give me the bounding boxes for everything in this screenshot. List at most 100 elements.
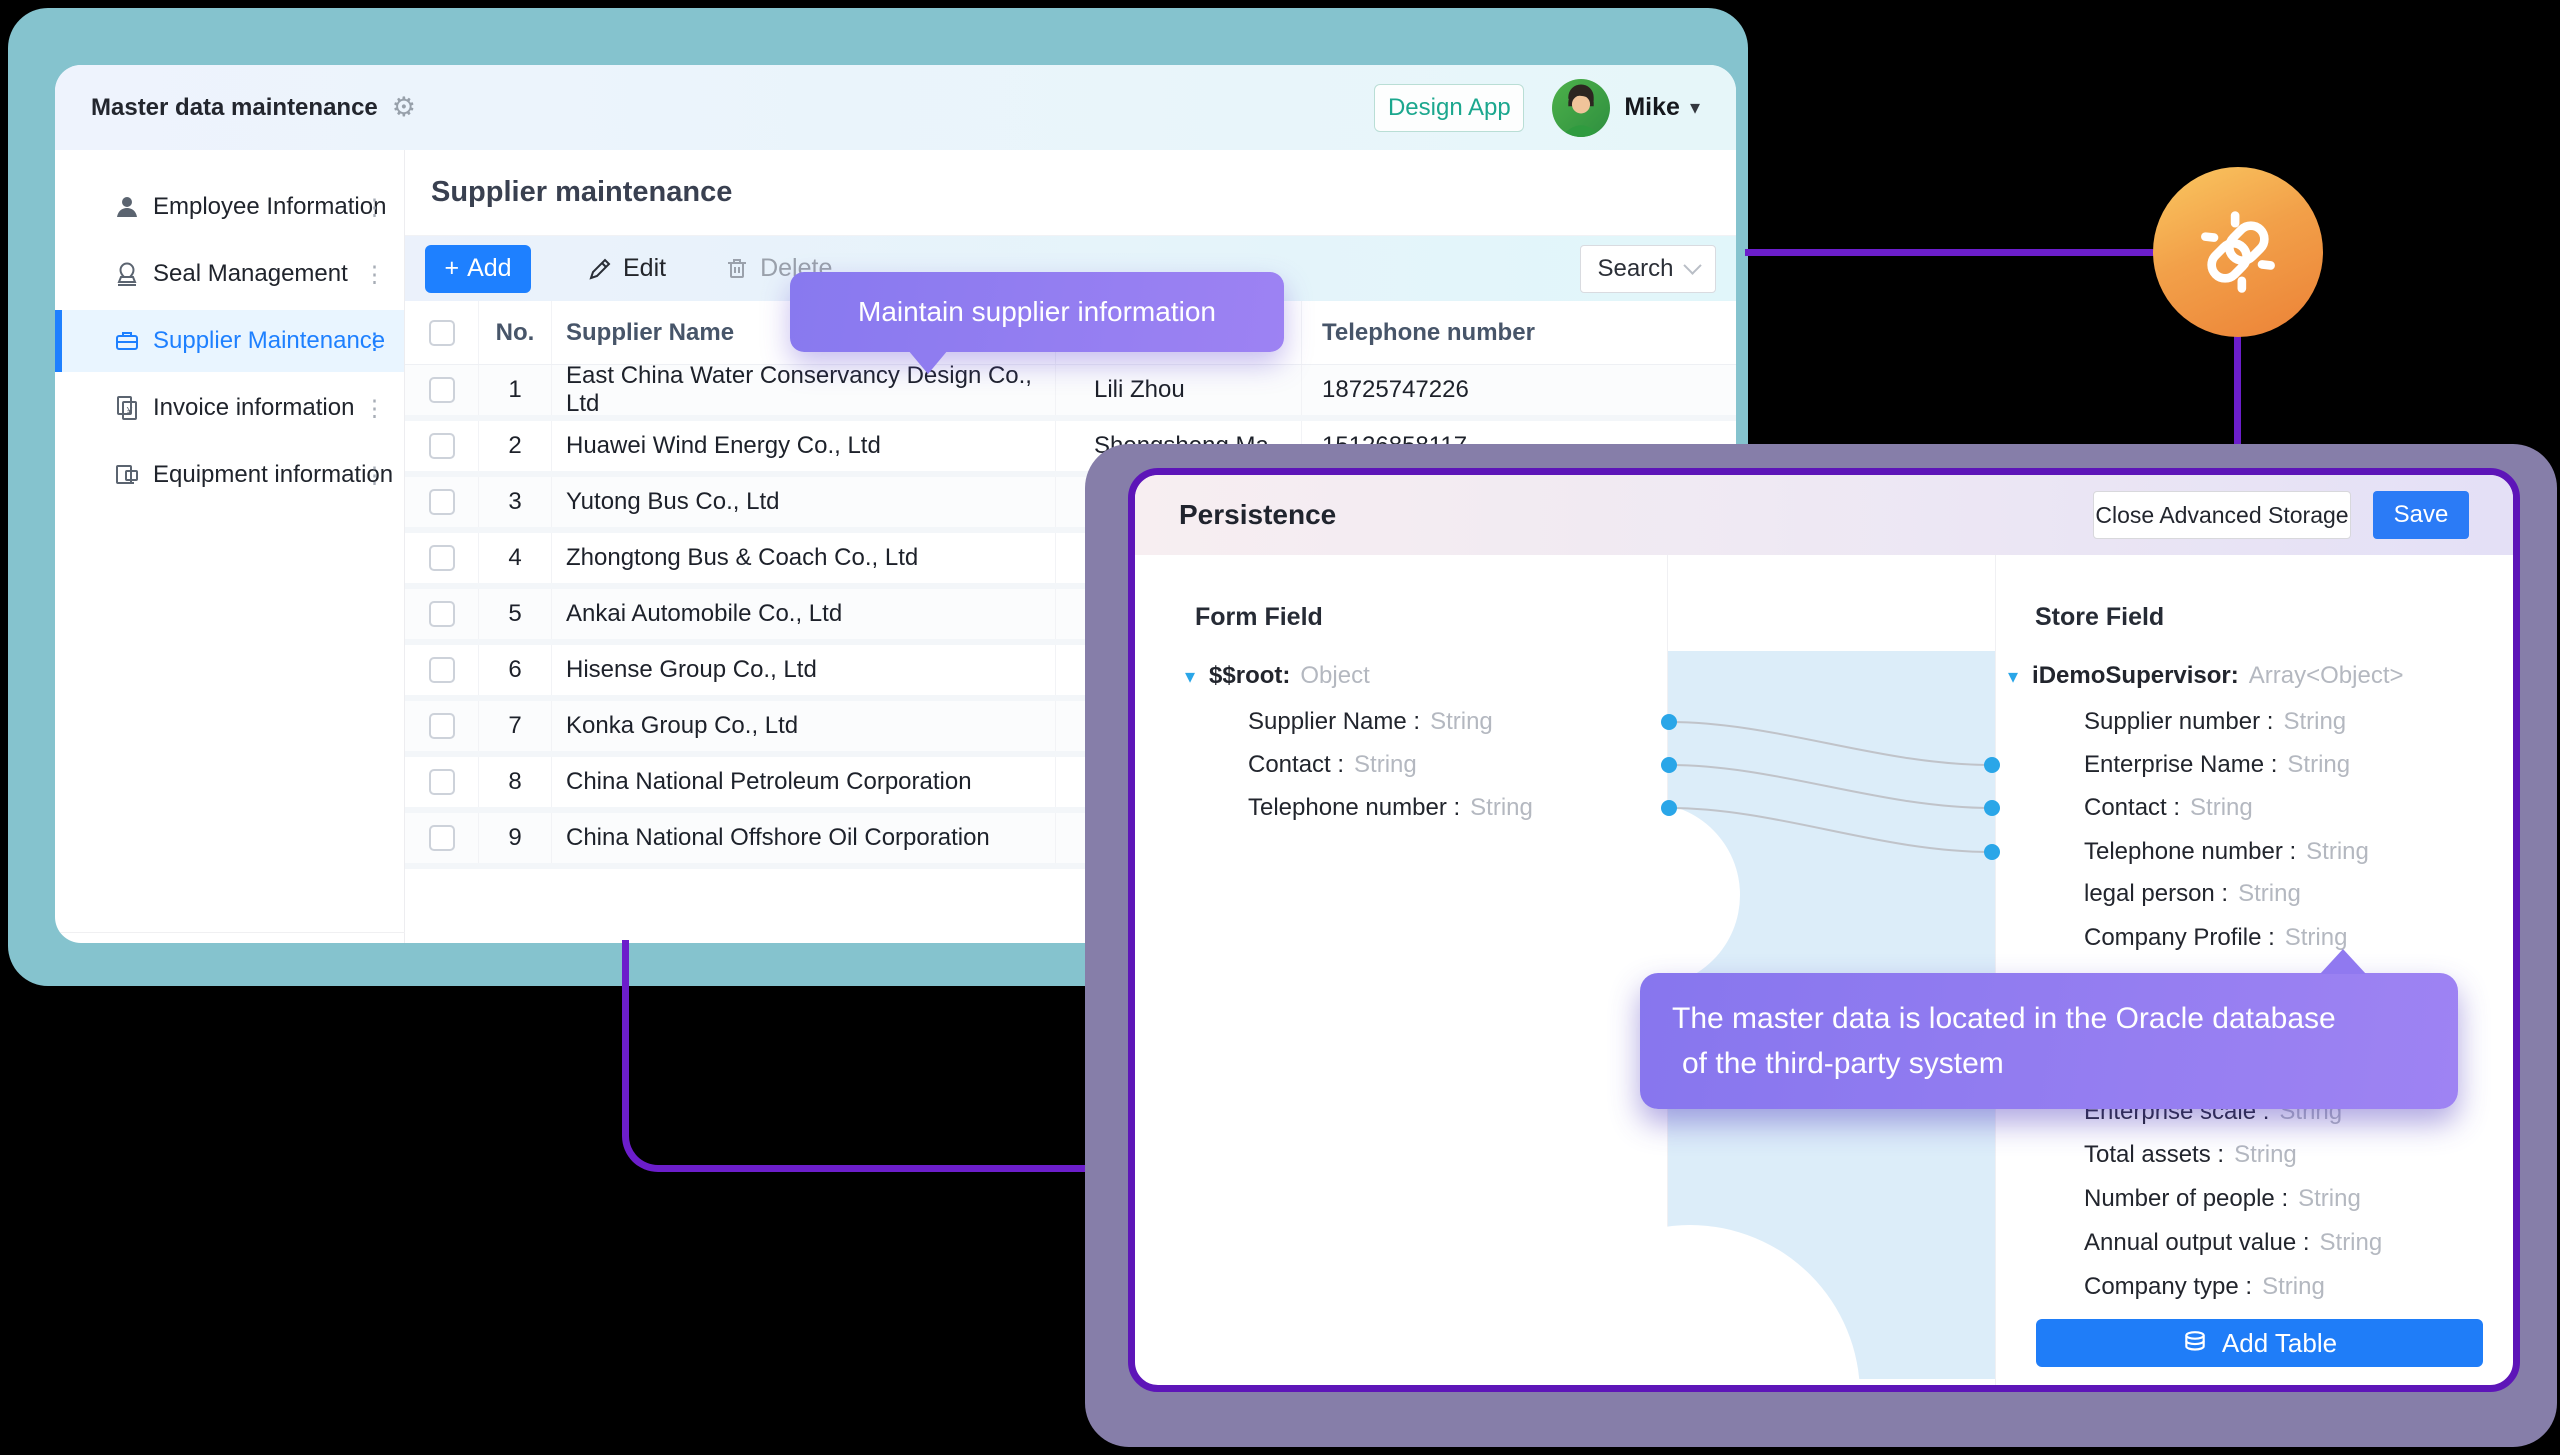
page-title-row: Supplier maintenance — [405, 150, 1736, 236]
tree-node-field[interactable]: Company Profile : String — [2084, 924, 2348, 951]
tooltip-line-2: of the third-party system — [1682, 1047, 2004, 1080]
tree-node-field[interactable]: Enterprise Name : String — [2084, 751, 2351, 778]
avatar[interactable] — [1552, 78, 1611, 137]
gear-icon[interactable]: ⚙ — [391, 92, 416, 122]
tree-node-field[interactable]: Contact : String — [2084, 794, 2253, 821]
panel-divider — [1995, 555, 1996, 1385]
chevron-down-icon — [1682, 256, 1702, 275]
table-body: 1 East China Water Conservancy Design Co… — [405, 362, 1736, 869]
supplier-name-cell: China National Petroleum Corporation — [552, 757, 1056, 807]
tree-node-field[interactable]: Supplier Name : String — [1248, 708, 1493, 735]
persistence-title: Persistence — [1179, 499, 1337, 530]
row-checkbox[interactable] — [428, 601, 455, 627]
supplier-name-cell: Ankai Automobile Co., Ltd — [552, 589, 1056, 639]
supplier-name-cell: Zhongtong Bus & Coach Co., Ltd — [552, 533, 1056, 583]
telephone-cell: 18725747226 — [1322, 376, 1469, 403]
tree-node-field[interactable]: Annual output value : String — [2084, 1229, 2383, 1256]
more-menu-icon[interactable]: ⋮ — [363, 327, 386, 354]
add-button[interactable]: + Add — [425, 244, 531, 293]
tooltip-arrow-up — [2320, 949, 2366, 974]
sidebar-item-supplier-maintenance[interactable]: Supplier Maintenance ⋮ — [55, 310, 404, 372]
tree-node-field[interactable]: Telephone number : String — [2084, 838, 2369, 865]
caret-down-icon[interactable]: ▾ — [2008, 665, 2019, 688]
sidebar-item-seal-management[interactable]: Seal Management ⋮ — [55, 243, 404, 305]
persistence-header: Persistence Close Advanced Storage Save — [1135, 475, 2513, 555]
row-checkbox[interactable] — [428, 489, 455, 515]
supplier-name-cell: Yutong Bus Co., Ltd — [552, 477, 1056, 527]
invoice-icon: ¥ — [113, 394, 141, 422]
supplier-name-cell: East China Water Conservancy Design Co.,… — [552, 362, 1056, 417]
column-header-supplier-name[interactable]: Supplier Name — [552, 301, 1056, 364]
app-window: Master data maintenance ⚙ Design App — [55, 65, 1736, 943]
tooltip-master-data: The master data is located in the Oracle… — [1640, 949, 2458, 1109]
connector-line-badge-to-dialog — [2234, 330, 2241, 480]
search-button[interactable]: Search — [1580, 244, 1716, 293]
close-advanced-storage-button[interactable]: Close Advanced Storage — [2093, 491, 2351, 539]
more-menu-icon[interactable]: ⋮ — [363, 461, 386, 488]
table-row[interactable]: 6 Hisense Group Co., Ltd Ho — [405, 645, 1736, 701]
tree-node-field[interactable]: Number of people : String — [2084, 1185, 2361, 1212]
tree-node-field[interactable]: Telephone number : String — [1248, 794, 1533, 821]
persistence-window: Persistence Close Advanced Storage Save … — [1128, 468, 2520, 1392]
row-checkbox[interactable] — [428, 713, 455, 739]
sidebar-item-employee-information[interactable]: Employee Information ⋮ — [55, 176, 404, 238]
decoration-circle — [1556, 803, 1740, 987]
form-field-panel-label: Form Field — [1195, 603, 1323, 631]
user-name[interactable]: Mike — [1624, 93, 1680, 121]
column-header-telephone[interactable]: Telephone number — [1322, 318, 1535, 346]
more-menu-icon[interactable]: ⋮ — [363, 260, 386, 287]
design-app-button[interactable]: Design App — [1374, 83, 1525, 132]
connector-line-window-to-dialog — [622, 940, 1135, 1172]
add-table-button[interactable]: Add Table — [2036, 1319, 2483, 1367]
tree-node-field[interactable]: legal person : String — [2084, 880, 2301, 907]
svg-text:¥: ¥ — [126, 406, 133, 417]
tree-node-root[interactable]: ▾ iDemoSupervisor: Array<Object> — [2008, 662, 2404, 689]
supplier-name-cell: China National Offshore Oil Corporation — [552, 813, 1056, 863]
caret-down-icon[interactable]: ▾ — [1185, 665, 1196, 688]
row-checkbox[interactable] — [428, 545, 455, 571]
connector-line-window-to-badge — [1745, 249, 2157, 256]
tooltip-maintain-supplier: Maintain supplier information — [790, 272, 1284, 374]
row-checkbox[interactable] — [428, 657, 455, 683]
table-row[interactable]: 8 China National Petroleum Corporation H… — [405, 757, 1736, 813]
page-title: Supplier maintenance — [431, 176, 733, 208]
table-row[interactable]: 1 East China Water Conservancy Design Co… — [405, 362, 1736, 421]
column-header-no[interactable]: No. — [479, 301, 552, 364]
page-content: Supplier maintenance + Add Edit — [405, 150, 1736, 943]
trash-icon — [724, 256, 750, 282]
row-checkbox[interactable] — [428, 825, 455, 851]
integration-link-badge — [2153, 167, 2323, 337]
plus-icon: + — [444, 254, 460, 282]
tooltip-line-1: The master data is located in the Oracle… — [1672, 1002, 2336, 1035]
add-module-button[interactable]: + Add Module — [55, 932, 405, 943]
field-mapping-curves — [1661, 714, 2000, 860]
sidebar-item-equipment-information[interactable]: Equipment information ⋮ — [55, 444, 404, 506]
row-checkbox[interactable] — [428, 433, 455, 459]
more-menu-icon[interactable]: ⋮ — [363, 394, 386, 421]
pencil-icon — [587, 256, 613, 282]
supplier-name-cell: Konka Group Co., Ltd — [552, 701, 1056, 751]
table-header: No. Supplier Name Telephone number — [405, 301, 1736, 365]
chevron-down-icon[interactable]: ▾ — [1689, 97, 1700, 119]
save-button[interactable]: Save — [2373, 491, 2469, 539]
chain-link-icon — [2190, 204, 2286, 300]
tree-node-field[interactable]: Company type : String — [2084, 1273, 2325, 1300]
select-all-checkbox[interactable] — [428, 319, 455, 346]
row-checkbox[interactable] — [428, 377, 455, 403]
seal-icon — [113, 260, 141, 288]
tree-node-root[interactable]: ▾ $$root: Object — [1185, 662, 1370, 689]
briefcase-icon — [113, 327, 141, 355]
column-header-contact[interactable] — [1056, 301, 1302, 364]
tree-node-field[interactable]: Contact : String — [1248, 751, 1417, 778]
app-title: Master data maintenance — [91, 93, 378, 121]
row-checkbox[interactable] — [428, 769, 455, 795]
sidebar-item-invoice-information[interactable]: ¥ Invoice information ⋮ — [55, 377, 404, 439]
tree-node-field[interactable]: Total assets : String — [2084, 1141, 2297, 1168]
person-icon — [113, 193, 141, 221]
tree-node-field[interactable]: Supplier number : String — [2084, 708, 2347, 735]
store-field-panel-label: Store Field — [2035, 603, 2165, 631]
more-menu-icon[interactable]: ⋮ — [363, 193, 386, 220]
edit-button[interactable]: Edit — [587, 254, 666, 283]
supplier-name-cell: Hisense Group Co., Ltd — [552, 645, 1056, 695]
